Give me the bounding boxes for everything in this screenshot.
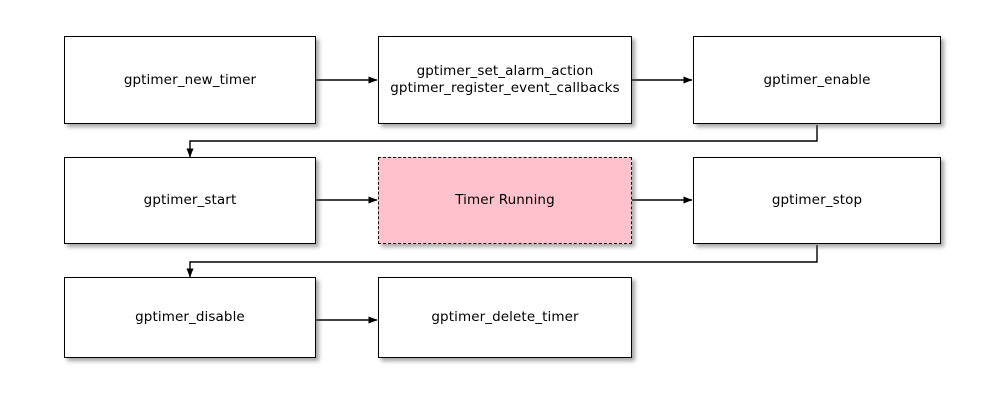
node-gptimer-set-alarm-action[interactable]: gptimer_set_alarm_action gptimer_registe… [378, 36, 632, 124]
node-label: gptimer_stop [771, 192, 863, 208]
node-label: gptimer_start [143, 192, 237, 208]
node-gptimer-enable[interactable]: gptimer_enable [693, 36, 941, 124]
node-gptimer-stop[interactable]: gptimer_stop [693, 157, 941, 244]
node-label: gptimer_new_timer [123, 71, 257, 88]
node-timer-running[interactable]: Timer Running [378, 157, 632, 244]
node-gptimer-disable[interactable]: gptimer_disable [64, 277, 316, 358]
node-label: gptimer_disable [135, 309, 245, 325]
node-label: gptimer_enable [763, 71, 871, 88]
node-label: gptimer_set_alarm_action gptimer_registe… [390, 63, 620, 96]
node-gptimer-delete-timer[interactable]: gptimer_delete_timer [378, 277, 632, 358]
edge-stop-to-disable [186, 245, 818, 278]
edge-enable-to-start [186, 125, 818, 158]
node-gptimer-start[interactable]: gptimer_start [64, 157, 316, 244]
node-label: Timer Running [455, 192, 555, 208]
node-gptimer-new-timer[interactable]: gptimer_new_timer [64, 36, 316, 124]
node-label: gptimer_delete_timer [431, 309, 579, 325]
